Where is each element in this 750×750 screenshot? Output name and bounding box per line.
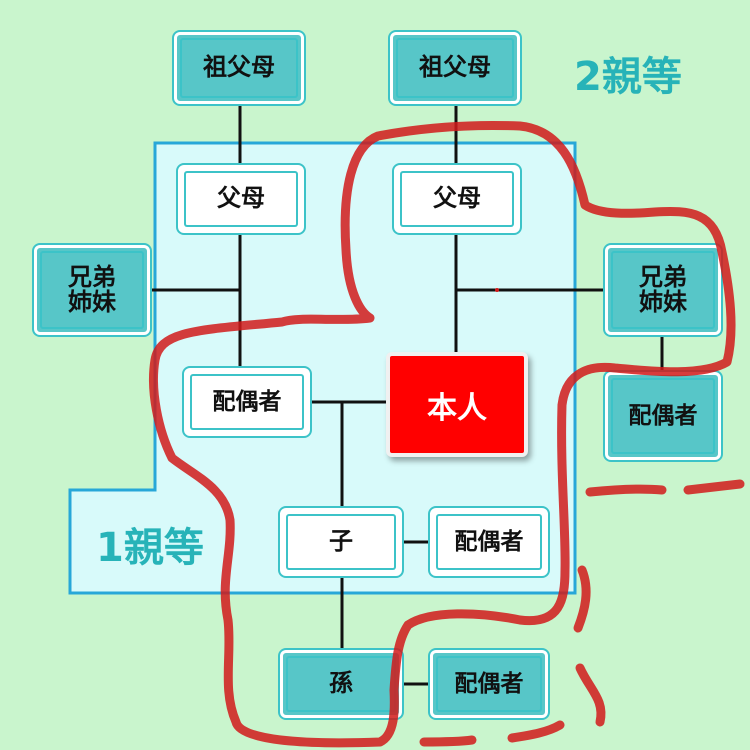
child-spouse-node: 配偶者 (430, 508, 548, 576)
parents-left-label: 父母 (217, 184, 265, 213)
grandchild-spouse-node: 配偶者 (430, 650, 548, 718)
grandchild-label: 孫 (329, 669, 353, 698)
grandparents-left-label: 祖父母 (203, 53, 275, 82)
spouse-node: 配偶者 (184, 368, 310, 436)
siblings-right-label: 兄弟 姉妹 (639, 262, 687, 316)
siblings-left-label: 兄弟 姉妹 (68, 262, 116, 316)
grandchild-node: 孫 (280, 650, 402, 718)
parents-right-node: 父母 (394, 165, 520, 233)
child-node: 子 (280, 508, 402, 576)
red-dot (495, 288, 499, 292)
second-degree-label: 2親等 (574, 54, 682, 100)
child-spouse-label: 配偶者 (454, 528, 524, 555)
sibling-spouse-label: 配偶者 (628, 402, 698, 429)
grandchild-spouse-label: 配偶者 (454, 670, 524, 697)
self-label: 本人 (427, 390, 487, 426)
grandparents-right-node: 祖父母 (390, 32, 520, 104)
grandparents-right-label: 祖父母 (419, 53, 491, 82)
siblings-left-node: 兄弟 姉妹 (34, 245, 150, 335)
child-label: 子 (329, 527, 353, 556)
parents-left-node: 父母 (178, 165, 304, 233)
sibling-spouse-node: 配偶者 (605, 372, 721, 460)
parents-right-label: 父母 (433, 184, 481, 213)
spouse-label: 配偶者 (212, 388, 282, 415)
first-degree-label: 1親等 (96, 525, 204, 571)
grandparents-left-node: 祖父母 (174, 32, 304, 104)
self-node: 本人 (386, 352, 528, 457)
siblings-right-node: 兄弟 姉妹 (605, 245, 721, 335)
